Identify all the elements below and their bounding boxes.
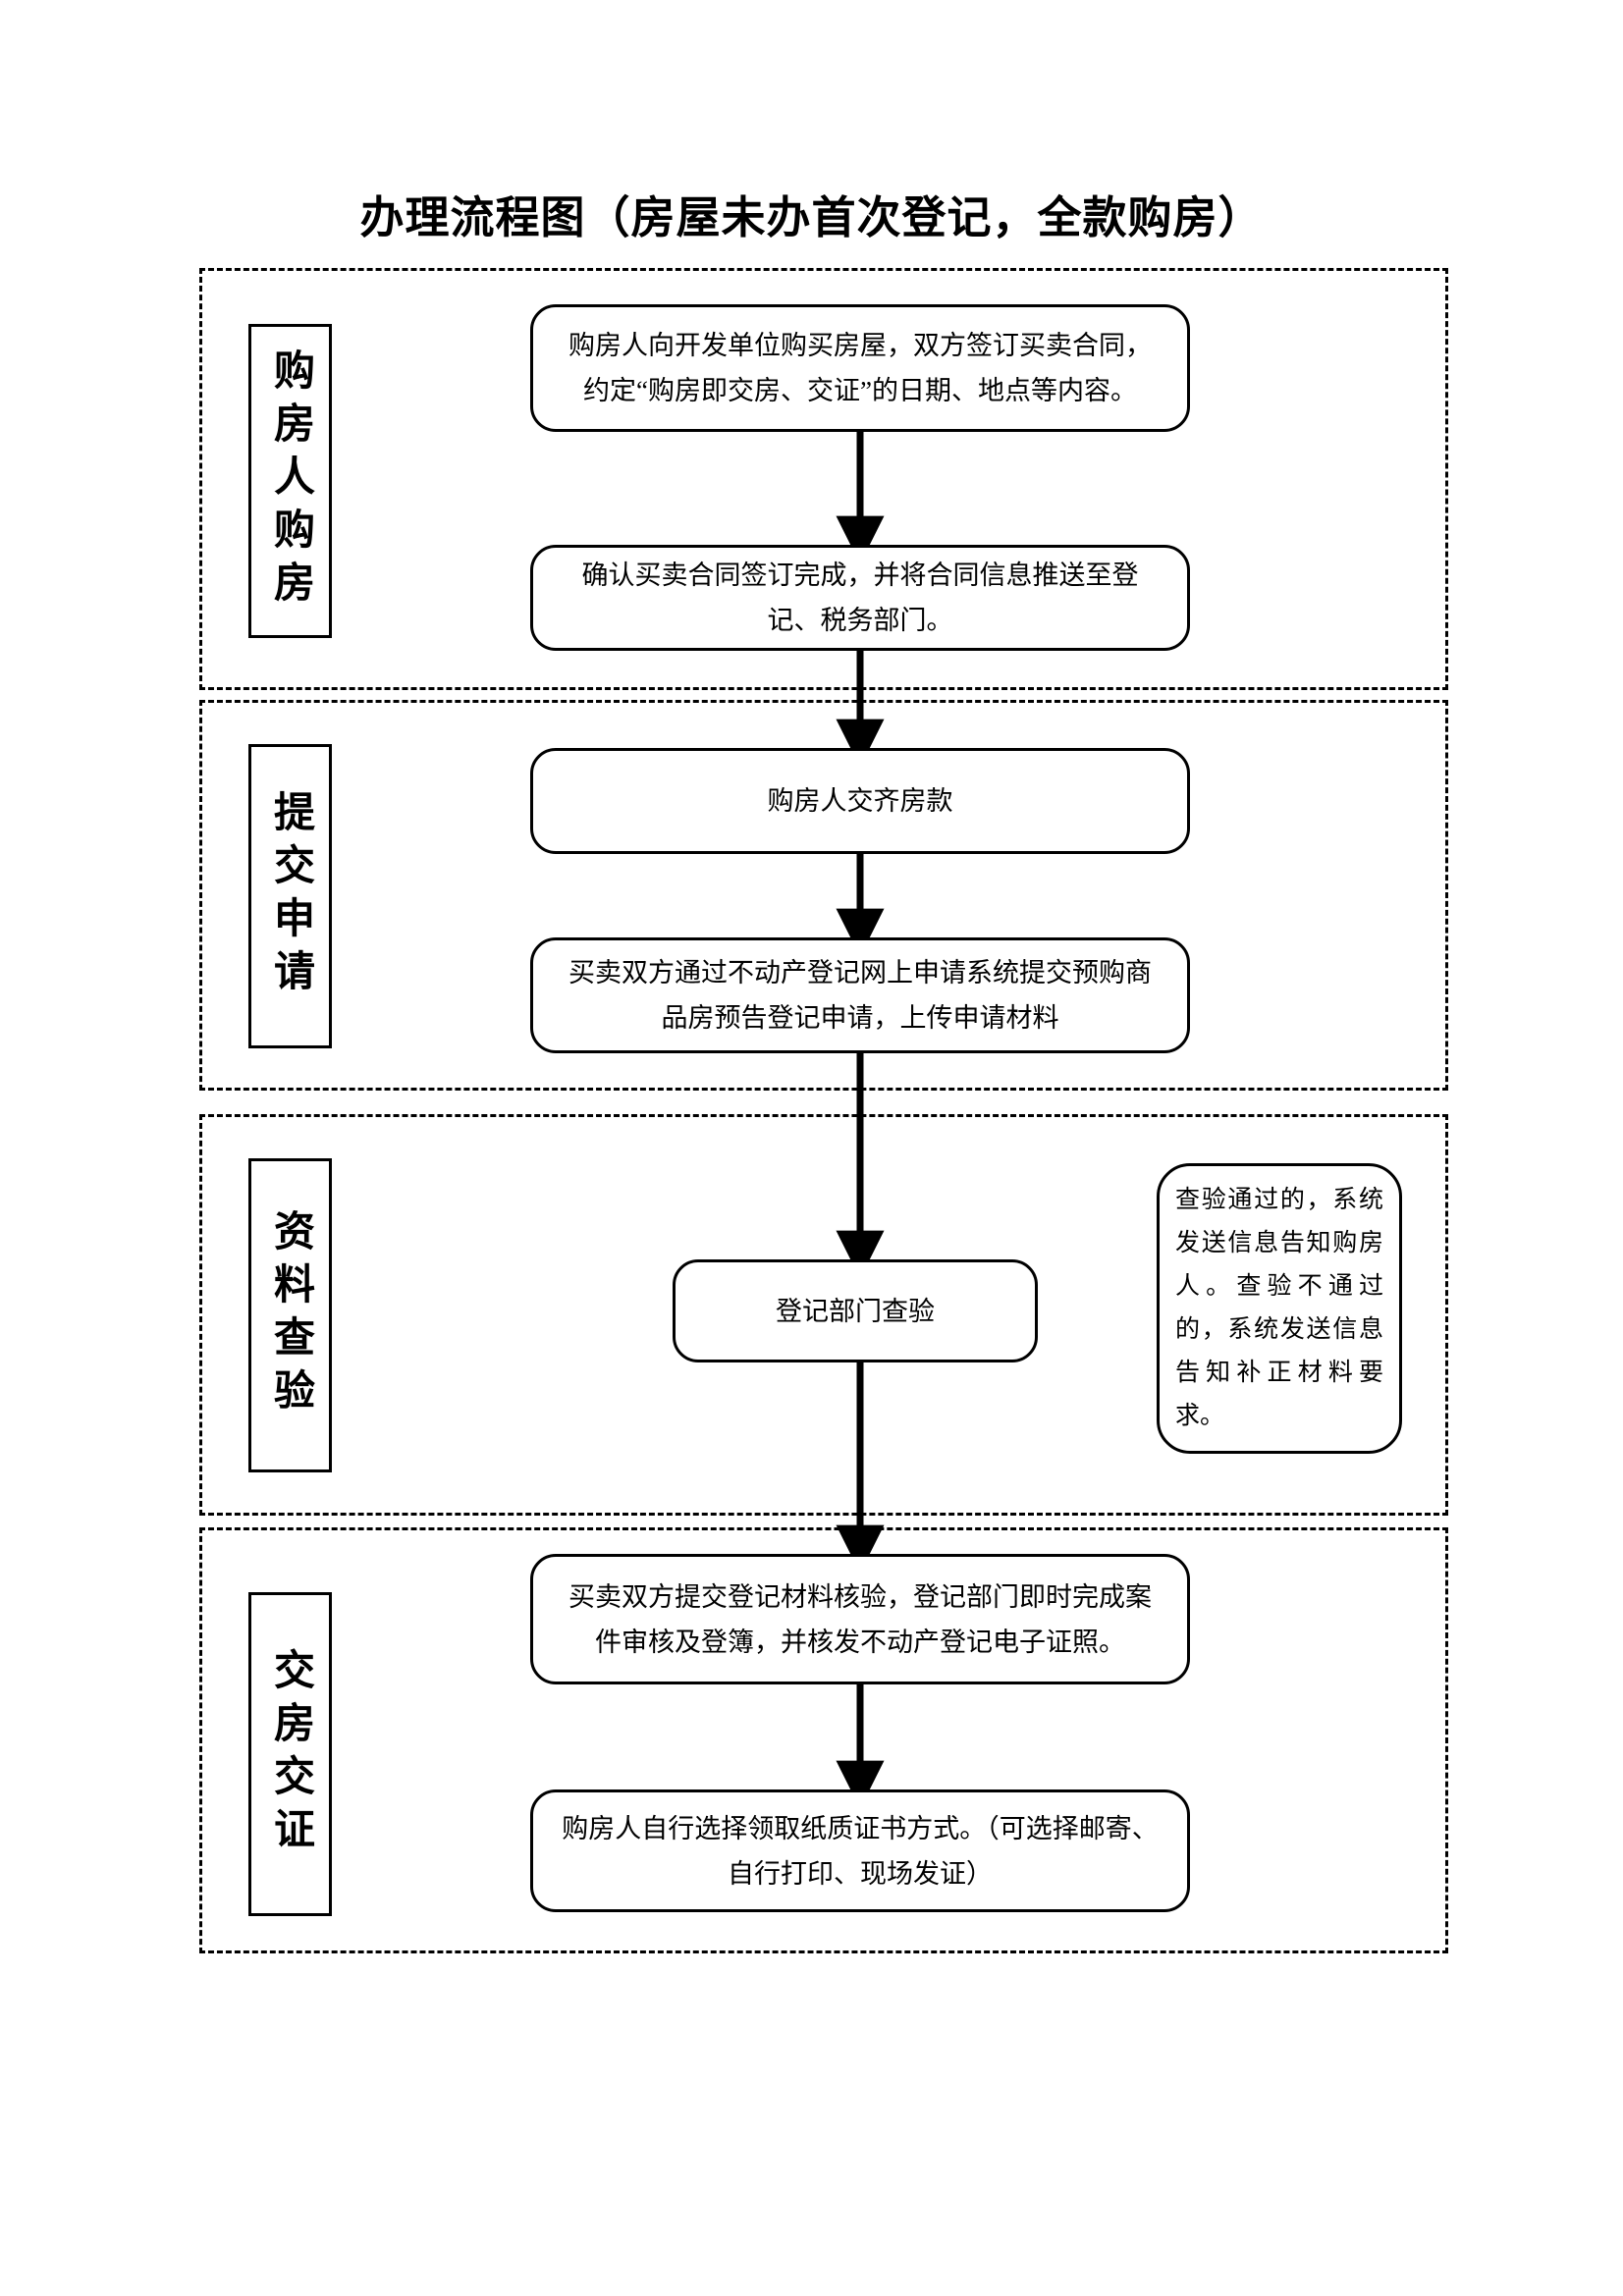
stage-label-text: 交房交证 xyxy=(267,1648,313,1860)
process-node-issue-e-certificate: 买卖双方提交登记材料核验，登记部门即时完成案件审核及登簿，并核发不动产登记电子证… xyxy=(530,1554,1190,1684)
process-node-text: 登记部门查验 xyxy=(776,1296,935,1326)
process-node-online-application: 买卖双方通过不动产登记网上申请系统提交预购商品房预告登记申请，上传申请材料 xyxy=(530,937,1190,1053)
process-node-sign-contract: 购房人向开发单位购买房屋，双方签订买卖合同，约定“购房即交房、交证”的日期、地点… xyxy=(530,304,1190,432)
stage-label-text: 提交申请 xyxy=(267,790,313,1002)
process-node-registry-review: 登记部门查验 xyxy=(673,1259,1038,1362)
stage-container-purchase xyxy=(199,268,1448,690)
process-node-text: 购房人向开发单位购买房屋，双方签订买卖合同，约定“购房即交房、交证”的日期、地点… xyxy=(568,331,1152,405)
stage-label-text: 购房人购房 xyxy=(267,348,313,614)
annotation-note-text: 查验通过的，系统发送信息告知购房人。查验不通过的，系统发送信息告知补正材料要求。 xyxy=(1175,1187,1383,1429)
stage-container-handover xyxy=(199,1527,1448,1953)
stage-container-document-review xyxy=(199,1114,1448,1516)
page-title: 办理流程图（房屋未办首次登记，全款购房） xyxy=(359,193,1264,242)
process-node-text: 买卖双方提交登记材料核验，登记部门即时完成案件审核及登簿，并核发不动产登记电子证… xyxy=(568,1581,1152,1657)
stage-label-handover: 交房交证 xyxy=(248,1592,332,1916)
process-node-text: 购房人交齐房款 xyxy=(767,786,953,816)
process-node-push-contract-info: 确认买卖合同签订完成，并将合同信息推送至登记、税务部门。 xyxy=(530,545,1190,651)
stage-label-document-review: 资料查验 xyxy=(248,1158,332,1472)
stage-label-purchase: 购房人购房 xyxy=(248,324,332,638)
stage-label-submit-application: 提交申请 xyxy=(248,744,332,1048)
annotation-note-review-result: 查验通过的，系统发送信息告知购房人。查验不通过的，系统发送信息告知补正材料要求。 xyxy=(1157,1163,1402,1454)
stage-container-submit-application xyxy=(199,700,1448,1091)
process-node-text: 确认买卖合同签订完成，并将合同信息推送至登记、税务部门。 xyxy=(581,561,1139,635)
process-node-text: 购房人自行选择领取纸质证书方式。（可选择邮寄、自行打印、现场发证） xyxy=(562,1813,1159,1889)
process-node-full-payment: 购房人交齐房款 xyxy=(530,748,1190,854)
process-node-text: 买卖双方通过不动产登记网上申请系统提交预购商品房预告登记申请，上传申请材料 xyxy=(568,958,1152,1033)
stage-label-text: 资料查验 xyxy=(267,1209,313,1421)
process-node-paper-certificate-delivery: 购房人自行选择领取纸质证书方式。（可选择邮寄、自行打印、现场发证） xyxy=(530,1789,1190,1912)
